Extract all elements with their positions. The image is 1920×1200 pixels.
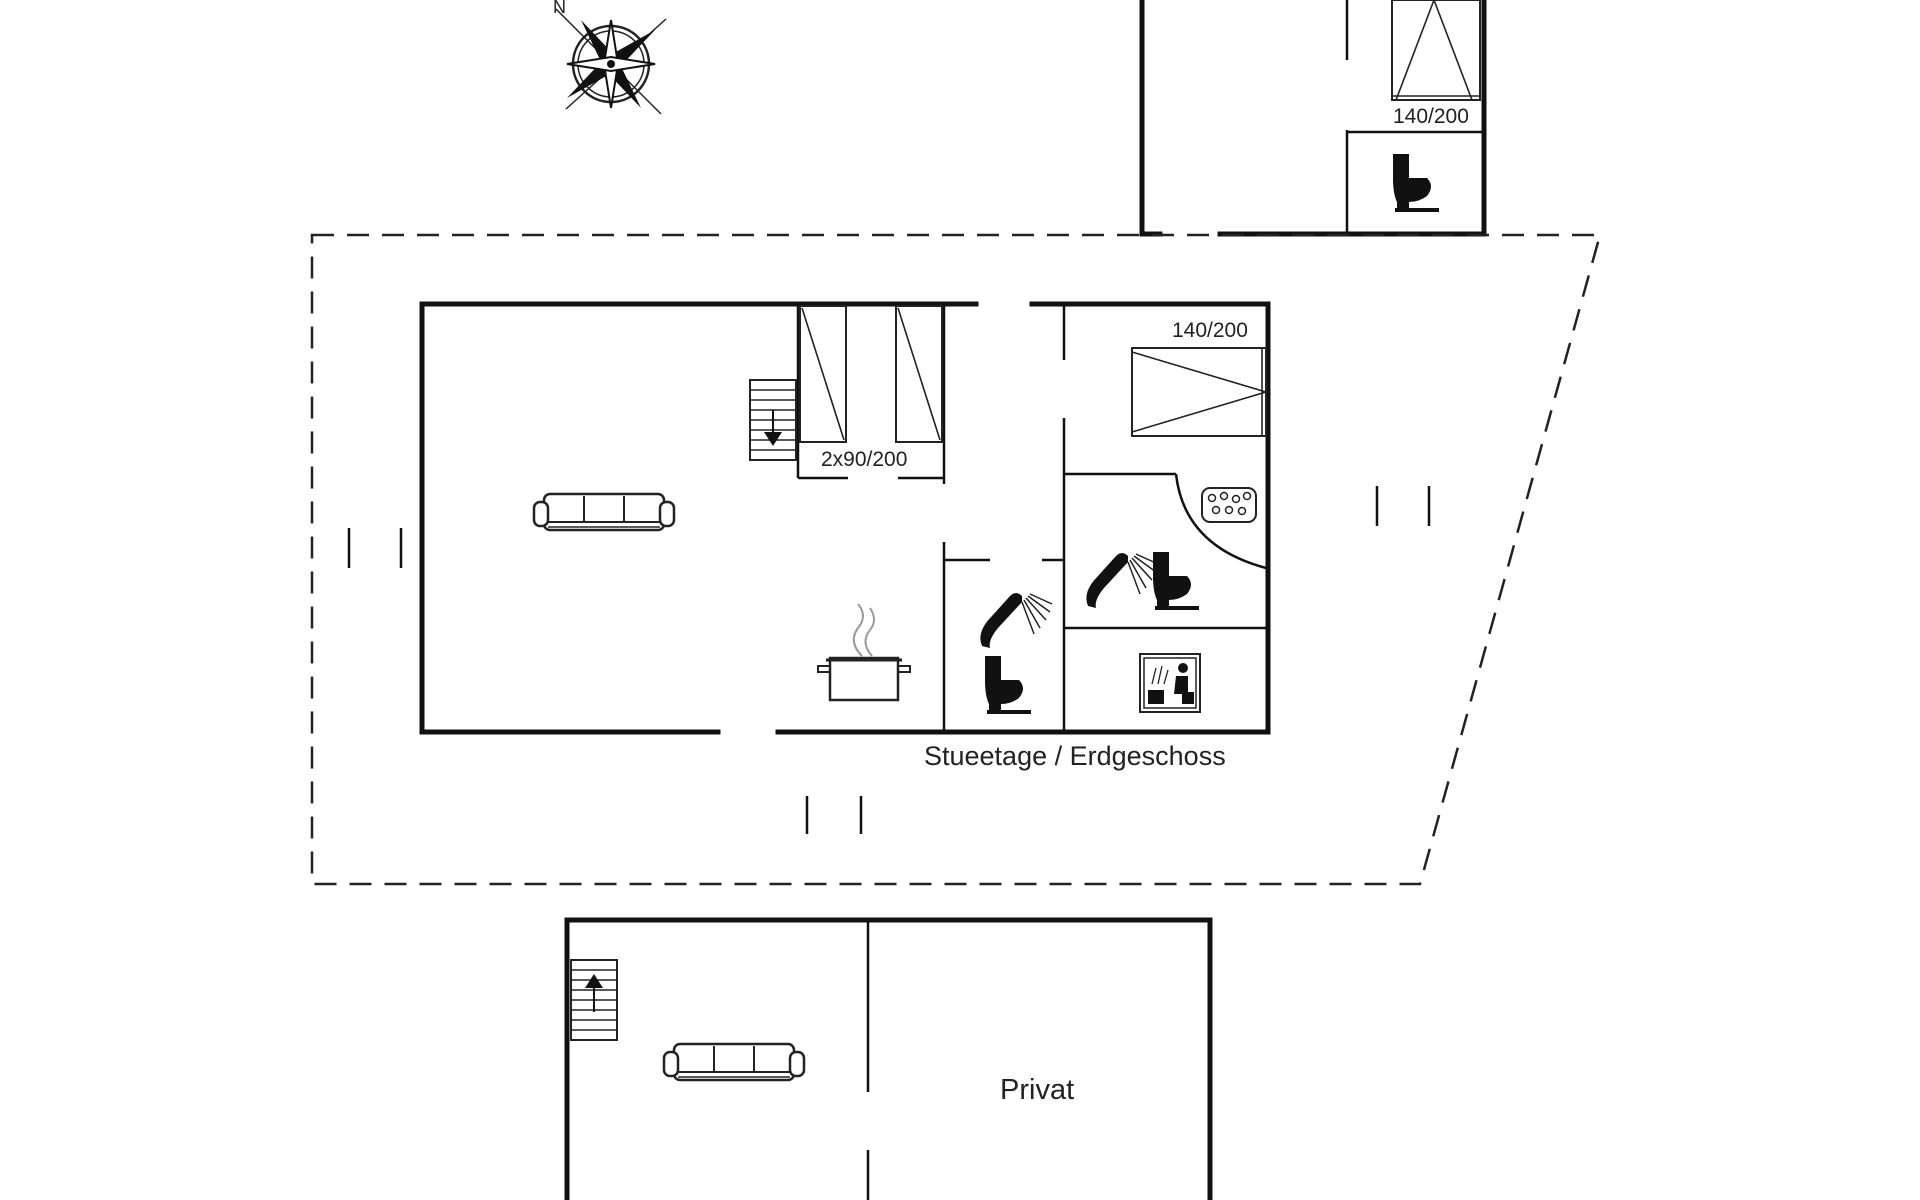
bed-double-ground <box>1131 347 1267 437</box>
bed-size-upper-label: 140/200 <box>1393 105 1469 128</box>
terrace-outline <box>310 233 1602 886</box>
toilet-icon <box>1393 154 1439 212</box>
terrace-opening-right <box>1375 486 1431 526</box>
sofa-icon <box>662 1042 806 1082</box>
ground-floor-walls <box>419 301 1271 735</box>
terrace-opening-left <box>347 528 403 568</box>
whirlpool-icon <box>1201 487 1257 523</box>
terrace-opening-bottom <box>805 796 863 834</box>
bed-size-ground-label: 140/200 <box>1172 319 1248 342</box>
toilet-icon <box>985 656 1031 714</box>
sauna-icon <box>1139 653 1201 713</box>
private-room-label: Privat <box>1000 1074 1074 1106</box>
bed-size-twin-label: 2x90/200 <box>821 448 907 471</box>
cooking-pot-icon <box>817 603 911 702</box>
stairs-up-arrow <box>585 974 603 1012</box>
sofa-icon <box>532 492 676 532</box>
shower-icon <box>979 592 1053 649</box>
bed-single-2 <box>895 305 943 443</box>
bed-single-1 <box>799 305 847 443</box>
toilet-icon <box>1153 552 1199 610</box>
compass-north-label: N <box>553 0 566 17</box>
bed-double-upper <box>1391 0 1481 101</box>
compass-rose-icon <box>555 8 667 115</box>
floor-name-label: Stueetage / Erdgeschoss <box>924 741 1226 771</box>
shower-icon <box>1085 552 1159 609</box>
stairs-down-arrow <box>764 410 782 446</box>
lower-building-walls <box>564 917 1213 1200</box>
